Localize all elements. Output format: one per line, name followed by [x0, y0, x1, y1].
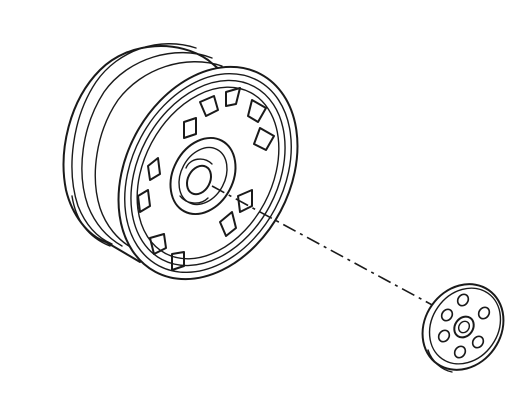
vent-slot	[183, 117, 197, 139]
rim-barrel-line-2	[81, 51, 213, 247]
hub-cap-edge	[427, 349, 453, 373]
wheel-face-ring-1	[124, 72, 292, 274]
vent-slot	[149, 233, 167, 255]
hub-cap-hole	[471, 335, 485, 349]
rim-barrel-line-1	[71, 43, 197, 245]
wheel-hub-cap	[421, 283, 505, 373]
hub-cap-hole	[477, 306, 491, 320]
vent-slot	[247, 99, 267, 123]
hub-center	[186, 164, 212, 196]
wheel-hub	[169, 136, 237, 216]
vent-slot	[199, 95, 219, 117]
hub-cap-center-inner	[457, 320, 471, 334]
hub-cap-hole	[437, 329, 451, 343]
hub-cap-hole	[456, 293, 470, 307]
vent-slot	[147, 157, 161, 181]
assembly-line	[211, 185, 461, 321]
hub-detail	[185, 158, 213, 169]
wheel-face	[117, 65, 299, 281]
vent-slot	[171, 251, 185, 271]
vent-slot	[237, 189, 253, 213]
rim-lip-lower	[71, 195, 111, 247]
wheel-vent-slots	[137, 87, 275, 271]
rim-barrel-line-3	[94, 61, 223, 249]
hub-cap-hole	[453, 345, 467, 359]
vent-slot	[225, 87, 241, 107]
hub-cap-hole	[440, 308, 454, 322]
vent-slot	[137, 189, 151, 213]
wheel-face-ring-2	[130, 79, 286, 267]
hub-cap-rim	[428, 287, 502, 365]
vent-slot	[219, 211, 237, 237]
hub-detail-2	[179, 195, 209, 204]
wheel-face-ring-3	[136, 86, 280, 260]
hub-cap-center	[453, 315, 475, 339]
vent-slot	[253, 127, 275, 151]
